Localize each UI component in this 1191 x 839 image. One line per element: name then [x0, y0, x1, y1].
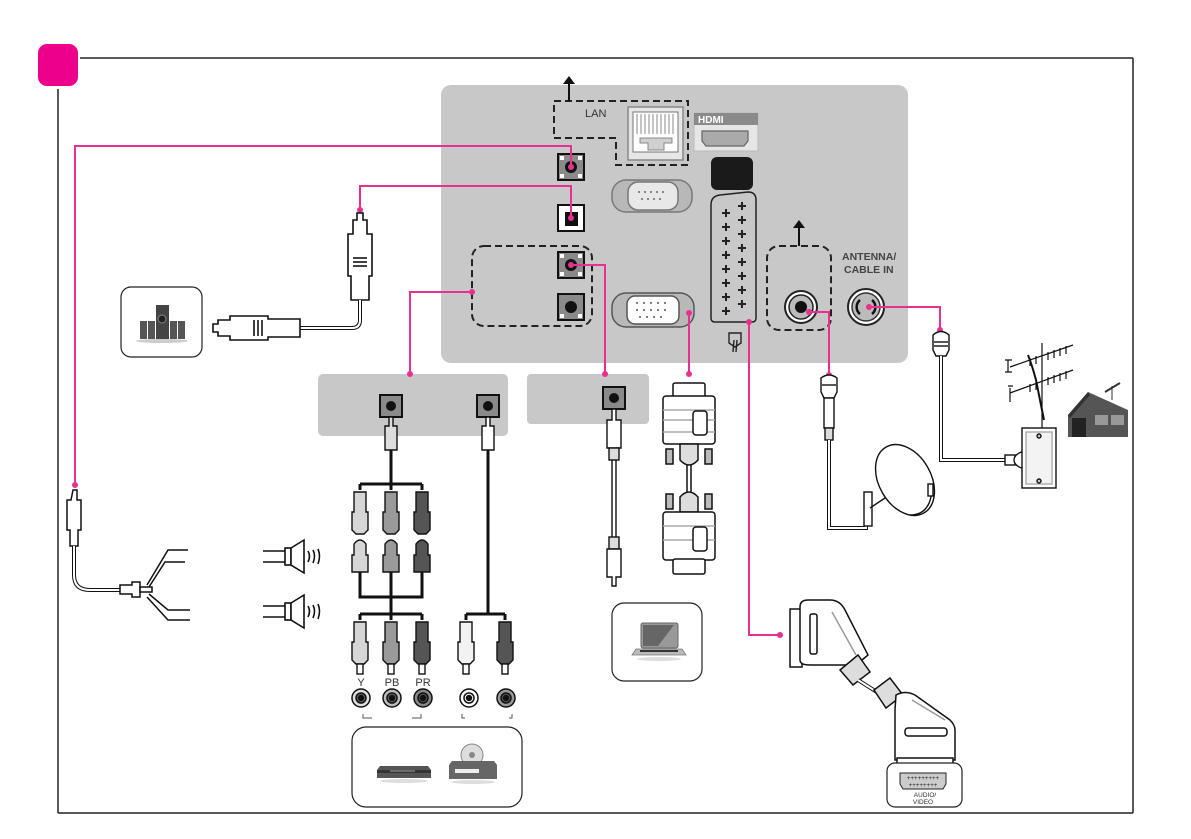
lan-port-group: LAN — [553, 76, 689, 166]
headphone-cable — [66, 489, 190, 621]
scart-connector-icon: +++++++++ ++++++++ — [899, 772, 947, 790]
subpanel-jack-2 — [476, 394, 500, 418]
antenna-port: ANTENNA/ CABLE IN — [842, 251, 896, 326]
component-subpanel — [318, 374, 508, 436]
step-badge — [38, 44, 78, 86]
scart-label-line1: AUDIO/ — [914, 792, 937, 799]
speakers-icon — [136, 305, 188, 343]
black-port — [711, 157, 753, 190]
svg-text:+++++++++: +++++++++ — [907, 775, 940, 782]
dvd-device — [351, 726, 523, 808]
optical-cable — [212, 212, 373, 341]
audio-cable — [457, 416, 514, 675]
satellite-cable — [820, 374, 868, 530]
scart-symbol-icon — [728, 332, 742, 353]
subpanel-jack-1 — [379, 394, 403, 418]
label-pr: PR — [415, 677, 430, 689]
pc-audio-subpanel — [527, 374, 649, 424]
wall-outlet — [1021, 427, 1057, 489]
antenna-label-line1: ANTENNA/ — [842, 251, 896, 263]
bracket-marks — [362, 714, 513, 719]
label-y: Y — [357, 677, 365, 689]
terrestrial-antenna-icon — [1005, 343, 1074, 428]
antenna-label-line2: CABLE IN — [844, 264, 894, 276]
house-icon — [1068, 382, 1128, 437]
lan-port-icon — [627, 106, 684, 161]
av-jack — [557, 293, 585, 321]
hdmi-logo: HDMI — [698, 115, 724, 126]
component-cable — [351, 416, 431, 675]
scart-cable — [789, 599, 956, 767]
component-labels: Y PB PR — [357, 677, 430, 689]
diagram-frame — [38, 44, 1134, 814]
signal-cables — [74, 145, 941, 636]
dvd-rca-jacks — [351, 688, 516, 708]
lan-label: LAN — [585, 108, 606, 120]
subpanel-jack-3 — [602, 386, 626, 410]
speaker-icon-1 — [263, 538, 321, 575]
vga-cable — [662, 382, 716, 575]
dvd-player-icon — [377, 766, 431, 783]
laptop-icon — [631, 622, 687, 661]
scart-device: +++++++++ ++++++++ AUDIO/ VIDEO — [886, 762, 963, 808]
satellite-port — [784, 290, 818, 324]
svg-text:++++++++: ++++++++ — [909, 782, 938, 789]
hdmi-port: HDMI — [693, 112, 759, 152]
cable-endpoints — [72, 164, 943, 638]
label-pb: PB — [385, 677, 400, 689]
laptop-device — [611, 602, 703, 682]
scart-label-line2: VIDEO — [913, 799, 933, 806]
scart-port — [710, 191, 757, 353]
home-theater-device — [120, 286, 203, 358]
satellite-dish-icon — [863, 443, 936, 527]
disc-player-icon — [449, 743, 497, 784]
pc-audio-cable — [606, 408, 622, 587]
rs232-port — [611, 179, 693, 213]
vga-port — [611, 292, 695, 328]
speaker-icon-2 — [263, 593, 321, 630]
